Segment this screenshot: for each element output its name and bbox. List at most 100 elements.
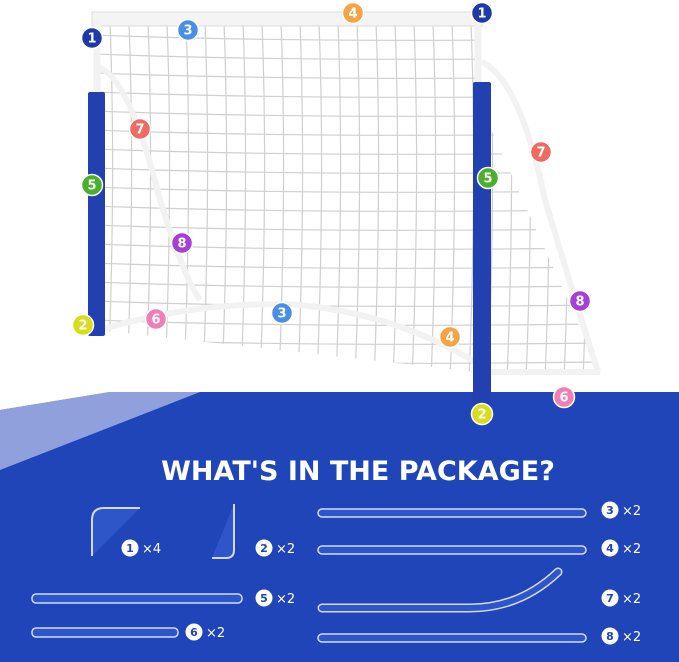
goal-frame — [88, 11, 601, 420]
net-strand — [97, 34, 600, 41]
part-number: 5 — [260, 592, 268, 605]
callout-number: 7 — [135, 123, 144, 138]
callout-badge: 2 — [470, 402, 494, 426]
goal-callouts: 1 1 2 2 3 3 4 4 5 5 6 6 7 7 8 8 — [71, 1, 592, 426]
callout-circle — [128, 117, 152, 141]
net-strand — [97, 110, 600, 117]
callout-number: 1 — [477, 7, 486, 22]
panel-highlight — [0, 392, 200, 470]
part-4-straight-tube-icon — [317, 545, 587, 555]
callout-badge: 1 — [80, 26, 104, 50]
net-strand — [97, 53, 600, 60]
part-number: 6 — [190, 626, 198, 639]
part-7-item: 7×2 — [601, 589, 641, 607]
net-strand — [525, 22, 532, 372]
net-strand — [97, 300, 600, 307]
callout-badge: 1 — [470, 1, 494, 25]
package-title: WHAT'S IN THE PACKAGE? — [161, 456, 555, 487]
net-strand — [97, 262, 600, 269]
part-quantity: ×2 — [276, 542, 295, 557]
net-strand — [97, 167, 600, 174]
part-quantity: ×2 — [622, 542, 641, 557]
part-8-item: 8×2 — [601, 627, 641, 645]
callout-number: 5 — [483, 172, 492, 187]
right-back-bar — [480, 59, 601, 373]
callout-circle — [144, 307, 168, 331]
callout-badge: 8 — [170, 231, 194, 255]
part-5-item: 5 ×2 — [255, 589, 295, 607]
left-post-cover — [88, 92, 105, 336]
callout-badge: 5 — [476, 166, 500, 190]
callout-number: 6 — [559, 391, 568, 406]
net-strand — [97, 186, 600, 193]
callout-number: 1 — [87, 32, 96, 47]
callout-number: 3 — [277, 307, 286, 322]
part-6-straight-tube-icon — [31, 627, 179, 638]
net-strand — [430, 22, 437, 372]
callout-badge: 7 — [128, 117, 152, 141]
part-6-item: 6×2 — [185, 623, 225, 641]
callout-circle — [568, 289, 592, 313]
net-strand — [297, 22, 304, 372]
parts-list — [31, 504, 587, 643]
net-strand — [183, 22, 190, 372]
part-number-circle — [601, 539, 619, 557]
part-quantity: ×2 — [622, 504, 641, 519]
net-strand — [97, 91, 600, 98]
part-number: 7 — [606, 592, 614, 605]
callout-circle — [80, 26, 104, 50]
part-3-item: 3 ×2 — [601, 501, 641, 519]
part-number: 4 — [606, 542, 614, 555]
part-number-circle — [185, 623, 203, 641]
net-strand — [392, 22, 399, 372]
callout-number: 6 — [151, 313, 160, 328]
part-1-corner-elbow-icon — [91, 507, 140, 556]
part-4-item: 4 ×2 — [601, 539, 641, 557]
net-strand — [468, 22, 475, 372]
part-5-straight-tube-icon — [31, 593, 243, 604]
callout-badge: 4 — [341, 1, 365, 25]
part-quantity: ×2 — [276, 592, 295, 607]
callout-number: 8 — [177, 237, 186, 252]
part-3-straight-tube-icon — [317, 508, 587, 518]
callout-badge: 3 — [176, 18, 200, 42]
part-number-circle — [121, 539, 139, 557]
net-strand — [373, 22, 380, 372]
part-2-item: 2 ×2 — [255, 539, 295, 557]
callout-badge: 5 — [80, 173, 104, 197]
part-1-item: 1×4 — [121, 539, 161, 557]
part-quantity: ×4 — [142, 542, 161, 557]
crossbar — [91, 11, 483, 27]
net-strand — [278, 22, 285, 372]
net-strand — [95, 377, 600, 382]
part-number-circle — [601, 589, 619, 607]
callout-circle — [470, 402, 494, 426]
callout-number: 2 — [477, 408, 486, 423]
part-number-circle — [601, 501, 619, 519]
part-quantity: ×2 — [622, 630, 641, 645]
net-strand — [335, 22, 342, 372]
callout-number: 8 — [575, 295, 584, 310]
net-strand — [126, 22, 133, 372]
callout-number: 4 — [445, 331, 454, 346]
part-number-circle — [601, 627, 619, 645]
net-strand — [164, 22, 171, 372]
net-strand — [97, 224, 600, 231]
net-strand — [97, 243, 600, 250]
callout-badge: 6 — [144, 307, 168, 331]
callout-number: 7 — [536, 146, 545, 161]
callout-circle — [552, 385, 576, 409]
net-strand — [97, 319, 600, 326]
net-strand — [240, 22, 247, 372]
net-strand — [145, 22, 152, 372]
part-number: 2 — [260, 542, 268, 555]
left-back-bar — [98, 65, 203, 302]
callout-circle — [529, 140, 553, 164]
part-8-straight-tube-icon — [317, 633, 587, 643]
part-number: 3 — [606, 504, 614, 517]
callout-badge: 2 — [71, 313, 95, 337]
net-strand — [354, 22, 361, 372]
net-strand — [506, 22, 513, 372]
